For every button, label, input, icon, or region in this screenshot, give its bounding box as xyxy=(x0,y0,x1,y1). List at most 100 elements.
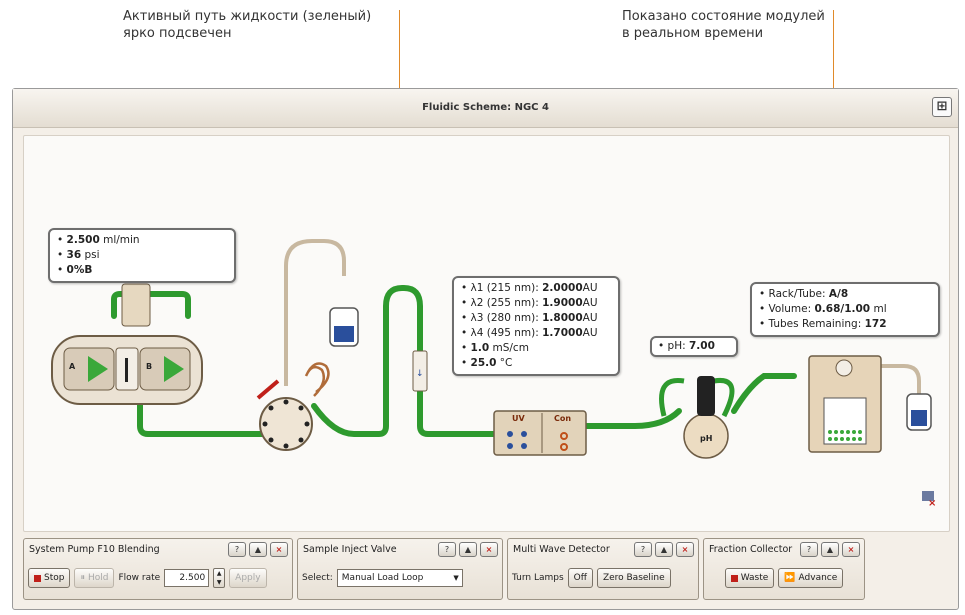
ph-row: pH: 7.00 xyxy=(658,339,730,354)
panel-fraction-collector: Fraction Collector ? ▲ × Waste ⏩Advance xyxy=(703,538,865,600)
tubes-remaining-row: Tubes Remaining: 172 xyxy=(759,317,931,332)
panel-collector-buttons: ? ▲ × xyxy=(800,542,860,557)
panel-inject-title: Sample Inject Valve xyxy=(303,544,397,555)
panel-detector-controls: Turn Lamps Off Zero Baseline xyxy=(512,567,694,589)
scheme-canvas: ↓ xyxy=(23,135,950,532)
panel-sample-inject: Sample Inject Valve ? ▲ × Select: Manual… xyxy=(297,538,503,600)
caption-left-line1: Активный путь жидкости (зеленый) xyxy=(123,9,372,24)
collapse-icon[interactable]: ▲ xyxy=(249,542,267,557)
close-icon[interactable]: × xyxy=(270,542,288,557)
stop-button[interactable]: Stop xyxy=(28,568,71,588)
caption-right-line2: в реальном времени xyxy=(622,26,764,41)
select-label: Select: xyxy=(302,573,333,583)
column xyxy=(412,350,428,392)
collapse-icon[interactable]: ▲ xyxy=(655,542,673,557)
collapse-icon[interactable]: ▲ xyxy=(821,542,839,557)
panel-inject-buttons: ? ▲ × xyxy=(438,542,498,557)
flow-rate-stepper[interactable]: ▲▼ xyxy=(213,568,226,588)
title-bar: Fluidic Scheme: NGC 4 ⊞ xyxy=(13,89,958,128)
advance-icon: ⏩ xyxy=(784,573,796,583)
collapse-icon[interactable]: ▲ xyxy=(459,542,477,557)
cond-cells xyxy=(560,432,568,451)
sample-loop-coil xyxy=(304,362,330,397)
panel-inject-controls: Select: Manual Load Loop▼ xyxy=(302,567,498,589)
close-icon[interactable]: × xyxy=(480,542,498,557)
syringe xyxy=(256,379,280,400)
help-icon[interactable]: ? xyxy=(800,542,818,557)
rack-tube-row: Rack/Tube: A/8 xyxy=(759,287,931,302)
cond-row: 1.0 mS/cm xyxy=(461,341,611,356)
panel-multi-wave-detector: Multi Wave Detector ? ▲ × Turn Lamps Off… xyxy=(507,538,699,600)
close-icon[interactable]: × xyxy=(676,542,694,557)
column-arrow: ↓ xyxy=(416,369,424,379)
panel-collector-controls: Waste ⏩Advance xyxy=(708,567,860,589)
pump-pressure-row: 36 psi xyxy=(57,248,227,263)
caption-right: Показано состояние модулей в реальном вр… xyxy=(622,8,825,42)
lamps-label: Turn Lamps xyxy=(512,573,564,583)
pump-status-box: 2.500 ml/min 36 psi 0%B xyxy=(48,228,236,283)
rack-tubes xyxy=(828,430,862,441)
panel-pump-title: System Pump F10 Blending xyxy=(29,544,160,555)
ph-probe-label: pH xyxy=(700,434,713,443)
help-icon[interactable]: ? xyxy=(228,542,246,557)
panel-system-pump: System Pump F10 Blending ? ▲ × Stop ⏸Hol… xyxy=(23,538,293,600)
advance-button[interactable]: ⏩Advance xyxy=(778,568,844,588)
waste-icon xyxy=(730,574,738,582)
pump-arrow-a xyxy=(88,356,108,382)
pump-label-a: A xyxy=(69,362,76,371)
apply-button[interactable]: Apply xyxy=(229,568,267,588)
uv-cells xyxy=(507,431,527,449)
pump-label-b: B xyxy=(146,362,153,371)
fluidic-scheme-window: Fluidic Scheme: NGC 4 ⊞ xyxy=(12,88,959,610)
uv-row-4: λ4 (495 nm): 1.7000AU xyxy=(461,326,611,341)
inject-valve xyxy=(259,397,313,451)
expand-icon[interactable]: ⊞ xyxy=(932,97,952,117)
help-icon[interactable]: ? xyxy=(634,542,652,557)
flow-rate-input[interactable]: 2.500 xyxy=(164,569,210,587)
lamps-off-button[interactable]: Off xyxy=(567,568,593,588)
pump-mixer-needle xyxy=(125,358,128,382)
mixer-block xyxy=(121,283,151,327)
ph-loop xyxy=(659,377,735,418)
panel-detector-title: Multi Wave Detector xyxy=(513,544,610,555)
uv-row-1: λ1 (215 nm): 2.0000AU xyxy=(461,281,611,296)
inactive-tube-loop xyxy=(284,239,346,386)
zero-baseline-button[interactable]: Zero Baseline xyxy=(596,568,671,588)
uv-row-2: λ2 (255 nm): 1.9000AU xyxy=(461,296,611,311)
fraction-head xyxy=(835,359,853,377)
panel-collector-title: Fraction Collector xyxy=(709,544,793,555)
uv-row-3: λ3 (280 nm): 1.8000AU xyxy=(461,311,611,326)
pump-percent-b-row: 0%B xyxy=(57,263,227,278)
inject-mode-select[interactable]: Manual Load Loop▼ xyxy=(336,569,463,587)
close-icon[interactable]: × xyxy=(842,542,860,557)
waste-button[interactable]: Waste xyxy=(724,568,775,588)
waste-bottle-liquid xyxy=(911,410,927,426)
caption-left-line2: ярко подсвечен xyxy=(123,26,232,41)
ph-probe-cap xyxy=(697,376,715,416)
panel-pump-buttons: ? ▲ × xyxy=(228,542,288,557)
svg-text:×: × xyxy=(928,498,936,509)
module-control-bar: System Pump F10 Blending ? ▲ × Stop ⏸Hol… xyxy=(23,536,948,604)
flow-rate-label: Flow rate xyxy=(118,573,161,583)
uv-status-box: λ1 (215 nm): 2.0000AU λ2 (255 nm): 1.900… xyxy=(452,276,620,376)
help-icon[interactable]: ? xyxy=(438,542,456,557)
inactive-tube-waste xyxy=(844,364,921,396)
chevron-down-icon: ▼ xyxy=(453,574,459,582)
hold-button[interactable]: ⏸Hold xyxy=(74,568,115,588)
hold-icon: ⏸ xyxy=(80,573,85,583)
fluidic-diagram: ↓ xyxy=(51,239,936,509)
sample-bottle-liquid xyxy=(334,326,354,342)
flow-path xyxy=(111,285,797,437)
valve-ports xyxy=(262,399,310,449)
fraction-status-box: Rack/Tube: A/8 Volume: 0.68/1.00 ml Tube… xyxy=(750,282,940,337)
remove-module-icon xyxy=(922,491,934,501)
caption-right-line1: Показано состояние модулей xyxy=(622,9,825,24)
stop-icon xyxy=(34,574,41,582)
pump-flow-row: 2.500 ml/min xyxy=(57,233,227,248)
panel-detector-buttons: ? ▲ × xyxy=(634,542,694,557)
panel-pump-controls: Stop ⏸Hold Flow rate 2.500 ▲▼ Apply xyxy=(28,567,288,589)
fraction-rack xyxy=(823,397,867,445)
window-title: Fluidic Scheme: NGC 4 xyxy=(422,102,549,113)
ph-status-box: pH: 7.00 xyxy=(650,336,738,357)
uv-label: UV xyxy=(512,414,525,423)
